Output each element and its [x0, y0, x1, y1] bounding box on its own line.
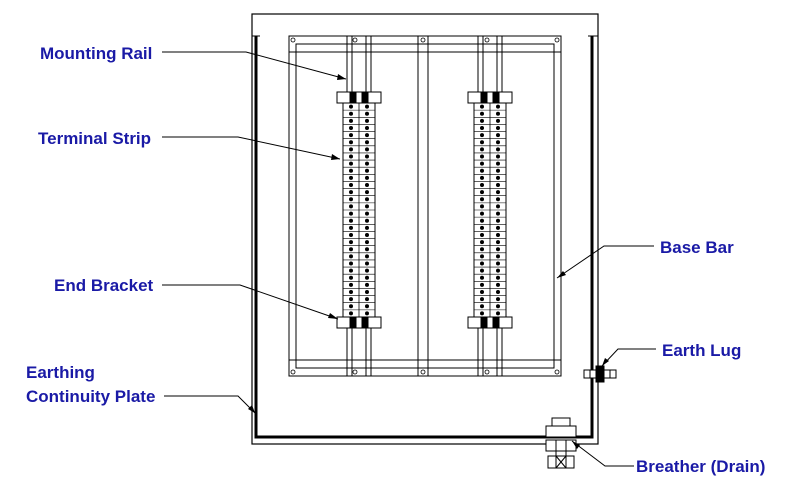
terminal-block	[343, 152, 375, 159]
terminal-block	[343, 266, 375, 273]
leader-end-bracket	[162, 284, 339, 320]
terminal-block	[343, 288, 375, 295]
terminal-block	[343, 295, 375, 302]
terminal-block	[343, 181, 375, 188]
terminal-block	[474, 145, 506, 152]
breather-drain	[545, 417, 577, 469]
end-bracket-right-bottom	[467, 316, 513, 329]
terminal-block	[474, 138, 506, 145]
terminal-block	[343, 216, 375, 223]
label-breather-drain: Breather (Drain)	[636, 457, 765, 476]
terminal-block	[474, 259, 506, 266]
terminal-strip-right	[473, 102, 507, 318]
earth-lug	[583, 365, 617, 383]
terminal-block	[343, 281, 375, 287]
terminal-block	[343, 174, 375, 180]
terminal-block	[343, 309, 375, 316]
terminal-block	[343, 188, 375, 195]
terminal-block	[474, 124, 506, 130]
terminal-block	[474, 109, 506, 116]
terminal-block	[474, 295, 506, 302]
terminal-block	[343, 273, 375, 280]
terminal-block	[474, 273, 506, 280]
terminal-block	[343, 131, 375, 138]
end-bracket-left-top	[336, 91, 382, 104]
terminal-block	[343, 166, 375, 173]
label-mounting-rail: Mounting Rail	[40, 44, 152, 63]
terminal-block	[474, 302, 506, 309]
terminal-block	[343, 195, 375, 202]
leader-mounting-rail	[162, 51, 347, 80]
terminal-block	[343, 109, 375, 116]
terminal-block	[343, 138, 375, 145]
terminal-block	[343, 259, 375, 266]
earthing-continuity-plate	[254, 36, 594, 439]
terminal-block	[474, 116, 506, 123]
terminal-block	[474, 159, 506, 166]
leader-earthing-plate	[164, 395, 256, 414]
terminal-block	[474, 174, 506, 180]
terminal-block	[474, 288, 506, 295]
label-earthing-line1: Earthing	[26, 363, 95, 382]
label-earth-lug: Earth Lug	[662, 341, 741, 360]
terminal-block	[343, 145, 375, 152]
terminal-block	[474, 245, 506, 252]
label-end-bracket: End Bracket	[54, 276, 154, 295]
terminal-block	[474, 281, 506, 287]
terminal-block	[343, 116, 375, 123]
base-plate	[288, 35, 562, 377]
end-bracket-right-top	[467, 91, 513, 104]
terminal-block	[343, 124, 375, 130]
terminal-block	[474, 209, 506, 216]
terminal-block	[343, 302, 375, 309]
enclosure-outer	[251, 13, 599, 445]
terminal-block	[474, 195, 506, 202]
terminal-block	[474, 231, 506, 237]
label-terminal-strip: Terminal Strip	[38, 129, 151, 148]
terminal-strip-left	[342, 102, 376, 318]
terminal-block	[474, 238, 506, 245]
terminal-block	[474, 216, 506, 223]
leader-earth-lug	[601, 348, 656, 367]
terminal-block	[343, 238, 375, 245]
terminal-block	[343, 159, 375, 166]
terminal-block	[474, 131, 506, 138]
terminal-block	[474, 166, 506, 173]
terminal-block	[474, 181, 506, 188]
end-bracket-left-bottom	[336, 316, 382, 329]
terminal-block	[474, 152, 506, 159]
terminal-block	[474, 223, 506, 230]
terminal-block	[343, 245, 375, 252]
terminal-block	[474, 252, 506, 259]
terminal-block	[343, 223, 375, 230]
leader-terminal-strip	[162, 136, 341, 160]
terminal-block	[474, 309, 506, 316]
terminal-block	[343, 252, 375, 259]
label-earthing-line2: Continuity Plate	[26, 387, 155, 406]
terminal-block	[343, 202, 375, 209]
leader-base-bar	[556, 245, 654, 279]
terminal-block	[343, 231, 375, 237]
leader-breather	[571, 440, 634, 467]
terminal-block	[343, 209, 375, 216]
label-base-bar: Base Bar	[660, 238, 734, 257]
terminal-block	[474, 202, 506, 209]
terminal-block	[474, 266, 506, 273]
terminal-block	[474, 188, 506, 195]
